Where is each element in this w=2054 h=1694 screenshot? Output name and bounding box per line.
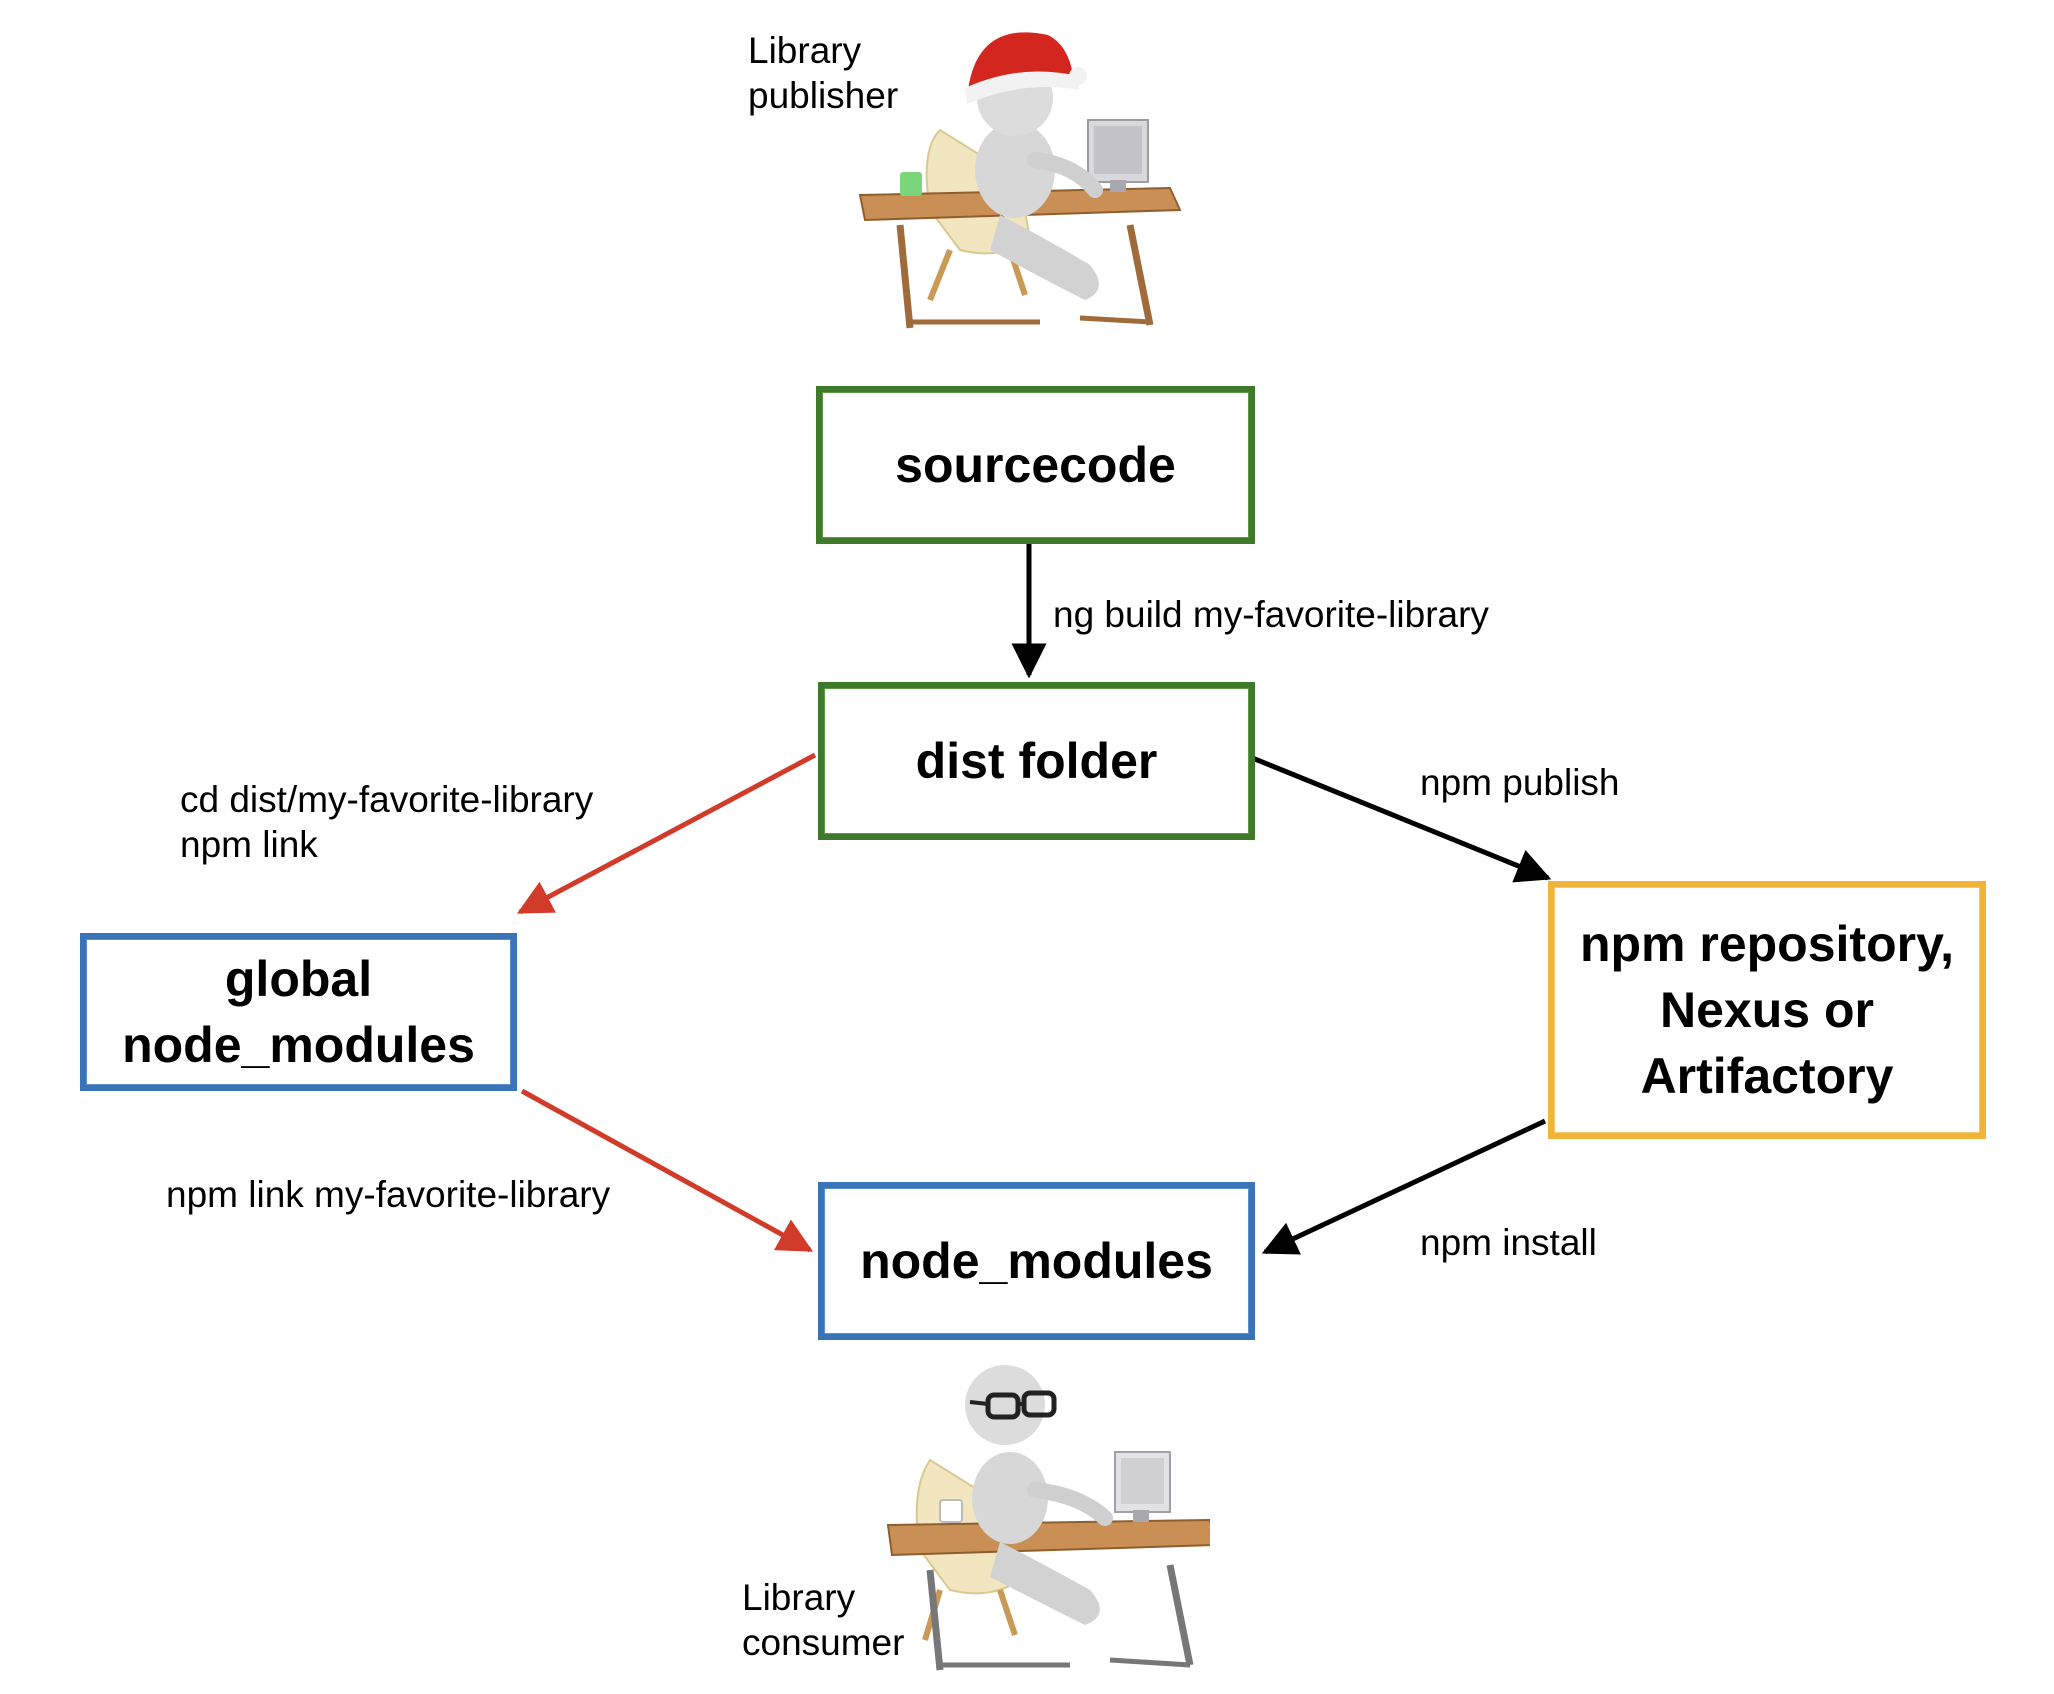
global-node-modules-box: global node_modules (80, 933, 517, 1091)
node-modules-box-label: node_modules (860, 1233, 1213, 1289)
build-edge-label: ng build my-favorite-library (1053, 594, 1489, 635)
dist-folder-box: dist folder (818, 682, 1255, 840)
dist-folder-box-label: dist folder (915, 733, 1158, 789)
npm-repository-box: npm repository, Nexus or Artifactory (1548, 881, 1986, 1139)
arrow-link-local (520, 1088, 814, 1253)
sourcecode-box: sourcecode (816, 386, 1255, 544)
npm-repository-box-label: npm repository, Nexus or Artifactory (1579, 916, 1955, 1104)
publisher-figure-icon (858, 32, 1182, 329)
publisher-label: Library publisher (748, 30, 899, 116)
link-global-edge-label: cd dist/my-favorite-library npm link (180, 779, 594, 865)
arrow-link-global (516, 752, 817, 915)
arrow-install (1261, 1118, 1547, 1255)
node-modules-box: node_modules (818, 1182, 1255, 1340)
install-edge-label: npm install (1420, 1222, 1597, 1263)
consumer-label: Library consumer (742, 1577, 905, 1663)
link-local-edge-label: npm link my-favorite-library (166, 1174, 611, 1215)
publish-edge-label: npm publish (1420, 762, 1620, 803)
arrow-publish (1249, 754, 1552, 883)
consumer-figure-icon (886, 1365, 1210, 1671)
sourcecode-box-label: sourcecode (895, 437, 1176, 493)
global-node-modules-box-label: global node_modules (122, 951, 475, 1073)
